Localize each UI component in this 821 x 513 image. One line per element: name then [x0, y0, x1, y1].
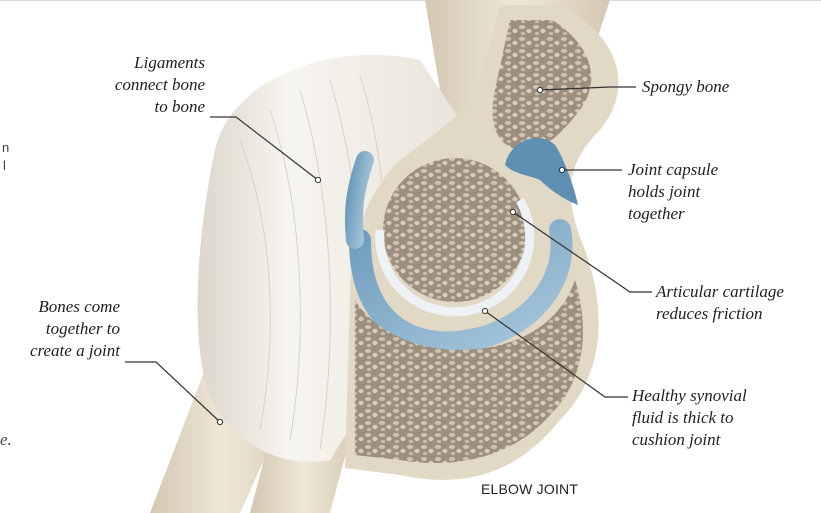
label-ligaments: Ligaments connect bone to bone	[80, 52, 205, 118]
leader-bones	[125, 362, 220, 422]
figure-caption: ELBOW JOINT	[481, 481, 578, 497]
label-joint-capsule: Joint capsule holds joint together	[628, 159, 808, 225]
edge-fragment-top: n	[2, 140, 9, 155]
leader-ligaments	[210, 117, 318, 180]
leader-spongy-bone	[540, 87, 636, 90]
edge-fragment-bottom: e.	[0, 430, 12, 450]
marker-articular-cartilage	[510, 209, 515, 214]
label-articular-cartilage: Articular cartilage reduces friction	[656, 281, 816, 325]
marker-synovial-fluid	[482, 308, 487, 313]
marker-joint-capsule	[559, 167, 564, 172]
label-spongy-bone: Spongy bone	[642, 76, 812, 98]
marker-bones	[217, 419, 222, 424]
edge-fragment-mid: l	[3, 158, 6, 173]
marker-spongy-bone	[537, 87, 542, 92]
leader-synovial-fluid	[485, 311, 628, 397]
label-bones: Bones come together to create a joint	[0, 296, 120, 362]
marker-ligaments	[315, 177, 320, 182]
label-synovial-fluid: Healthy synovial fluid is thick to cushi…	[632, 385, 812, 451]
